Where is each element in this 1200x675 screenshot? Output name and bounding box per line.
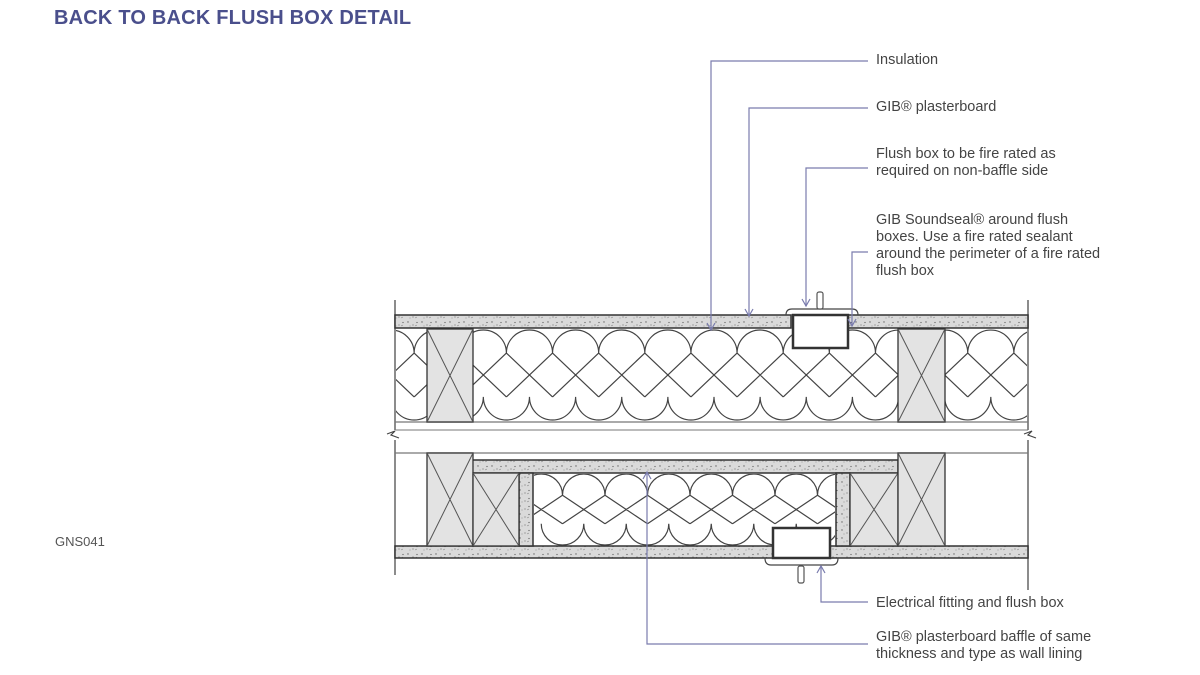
callout-line: GIB® plasterboard bbox=[876, 99, 997, 115]
leader-baffle bbox=[646, 472, 868, 645]
bottom-plasterboard bbox=[394, 545, 774, 559]
leader-electrical-fitting bbox=[820, 566, 868, 603]
stud-cross bbox=[897, 452, 946, 547]
baffle-side bbox=[835, 472, 851, 547]
top-plasterboard bbox=[847, 314, 1029, 329]
stud-cross bbox=[426, 328, 474, 423]
callout-line: GIB Soundseal® around flush bbox=[876, 212, 1069, 228]
callout-electrical-fitting: Electrical fitting and flush box bbox=[876, 595, 1064, 612]
insulation-loops bbox=[396, 329, 1027, 421]
callout-line: Electrical fitting and flush box bbox=[876, 595, 1064, 611]
bottom-plasterboard bbox=[829, 545, 1029, 559]
callout-line: flush box bbox=[876, 263, 935, 279]
bottom-flush-box bbox=[771, 526, 832, 560]
callout-plasterboard: GIB® plasterboard bbox=[876, 99, 996, 116]
leader-soundseal bbox=[851, 251, 868, 326]
leader-flush-box-fire-rated bbox=[805, 167, 868, 306]
callout-line: GIB® plasterboard baffle of same bbox=[876, 629, 1092, 645]
top-plasterboard bbox=[394, 314, 792, 329]
stud-cross bbox=[426, 452, 474, 547]
insulation-batt bbox=[396, 329, 1027, 421]
drawing-code: GNS041 bbox=[55, 534, 105, 549]
bottom-electrical-fitting bbox=[797, 565, 805, 584]
leader-plasterboard bbox=[748, 107, 868, 316]
callout-line: required on non-baffle side bbox=[876, 163, 1049, 179]
leader-plasterboard-arrowhead bbox=[744, 308, 754, 318]
baffle-side bbox=[518, 472, 534, 547]
top-electrical-fitting bbox=[816, 291, 824, 310]
callout-line: around the perimeter of a fire rated bbox=[876, 246, 1101, 262]
stud-cross bbox=[849, 472, 899, 547]
callout-baffle: GIB® plasterboard baffle of same thickne… bbox=[876, 629, 1091, 663]
stud-cross bbox=[897, 328, 946, 423]
callout-line: Flush box to be fire rated as bbox=[876, 146, 1056, 162]
callout-insulation: Insulation bbox=[876, 52, 938, 69]
leader-baffle-arrowhead bbox=[642, 470, 652, 480]
leader-electrical-fitting-arrowhead bbox=[816, 564, 826, 574]
callout-line: Insulation bbox=[876, 52, 939, 68]
break-symbol-right bbox=[1023, 430, 1037, 439]
bottom-flush-box-plate bbox=[764, 557, 839, 566]
break-symbol-left bbox=[386, 430, 400, 439]
detail-title: BACK TO BACK FLUSH BOX DETAIL bbox=[54, 7, 412, 29]
leader-flush-box-fire-rated-arrowhead bbox=[801, 298, 811, 308]
leader-lines bbox=[642, 60, 868, 645]
callout-soundseal: GIB Soundseal® around flush boxes. Use a… bbox=[876, 212, 1100, 280]
stud-cross bbox=[472, 472, 520, 547]
leader-insulation bbox=[710, 60, 868, 330]
callout-flush-box-fire-rated: Flush box to be fire rated as required o… bbox=[876, 146, 1056, 180]
top-flush-box bbox=[791, 313, 850, 350]
top-insulation-group bbox=[396, 329, 1027, 421]
wall-structure bbox=[386, 291, 1037, 590]
leader-insulation-arrowhead bbox=[706, 322, 716, 332]
baffle-plasterboard bbox=[471, 459, 899, 474]
leader-soundseal-arrowhead bbox=[847, 318, 857, 328]
callout-line: thickness and type as wall lining bbox=[876, 646, 1083, 662]
callout-line: boxes. Use a fire rated sealant bbox=[876, 229, 1073, 245]
